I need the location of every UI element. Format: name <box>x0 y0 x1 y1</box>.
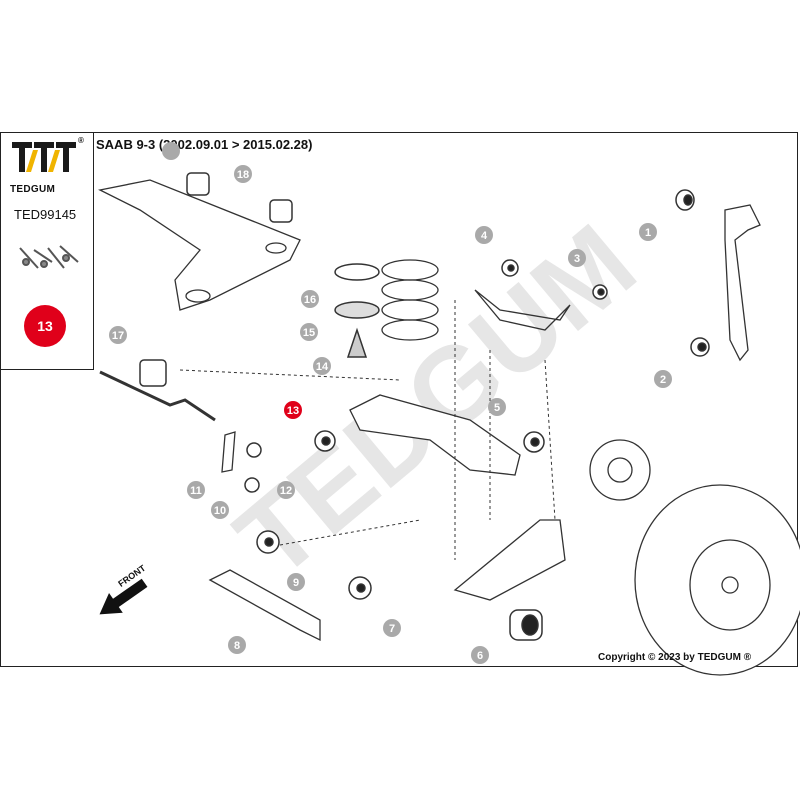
callout-6 <box>471 646 489 664</box>
callout-12 <box>277 481 295 499</box>
anti-roll-bar <box>99 370 216 422</box>
callout-9 <box>287 573 305 591</box>
bushing-17 <box>139 359 167 387</box>
callout-label-2: 2 <box>660 374 666 386</box>
bushing-7 <box>348 576 372 600</box>
bushing-3 <box>592 284 608 300</box>
kit-code: TED99145 <box>14 207 77 222</box>
callout-11 <box>187 481 205 499</box>
callout-label-3: 3 <box>574 253 580 265</box>
bushing-12 <box>246 442 262 458</box>
callout-label-18: 18 <box>237 169 249 181</box>
callout-label-14: 14 <box>316 361 329 373</box>
bushing-4 <box>501 259 519 277</box>
callout-label-9: 9 <box>293 577 299 589</box>
kit-thumbnail <box>19 245 79 269</box>
bushing-13 <box>314 430 336 452</box>
callout-label-7: 7 <box>389 623 395 635</box>
callout-label-1: 1 <box>645 227 651 239</box>
callout-label-10: 10 <box>214 505 226 517</box>
wheel-hub <box>589 439 651 501</box>
callout-8 <box>228 636 246 654</box>
drop-link <box>221 431 236 473</box>
callout-10 <box>211 501 229 519</box>
callout-label-17: 17 <box>112 330 124 342</box>
bushing-18 <box>269 199 293 223</box>
bushing-top <box>186 172 210 196</box>
callout-4 <box>475 226 493 244</box>
callout-17 <box>109 326 127 344</box>
callout-label-15: 15 <box>303 327 315 339</box>
callout-5 <box>488 398 506 416</box>
callout-label-12: 12 <box>280 485 292 497</box>
brake-drum <box>634 484 800 676</box>
lower-arm <box>208 569 321 642</box>
subframe <box>98 179 301 311</box>
callout-top <box>162 142 180 160</box>
callout-15 <box>300 323 318 341</box>
bushing-6 <box>509 609 543 641</box>
callout-7 <box>383 619 401 637</box>
trailing-arm <box>349 394 521 476</box>
brand-name: TEDGUM <box>10 184 56 195</box>
bushing-10 <box>244 477 260 493</box>
bump-stop-14 <box>346 327 368 358</box>
kit-part-badge: 13 <box>24 305 66 347</box>
bearing-15 <box>334 301 380 319</box>
front-arrow: FRONT <box>99 563 148 615</box>
callout-16 <box>301 290 319 308</box>
bushing-9 <box>256 530 280 554</box>
shock-absorber <box>724 204 761 362</box>
upper-arm <box>474 289 571 331</box>
callout-label-5: 5 <box>494 402 500 414</box>
registered-mark: ® <box>78 136 84 145</box>
callout-14 <box>313 357 331 375</box>
callout-label-4: 4 <box>481 230 488 242</box>
bushing-5 <box>523 431 545 453</box>
callout-label-6: 6 <box>477 650 483 662</box>
callout-2 <box>654 370 672 388</box>
copyright: Copyright © 2023 by TEDGUM ® <box>598 652 752 663</box>
callout-label-13: 13 <box>287 405 299 417</box>
knuckle-bracket <box>453 519 566 601</box>
vehicle-title: SAAB 9-3 (2002.09.01 > 2015.02.28) <box>96 137 313 152</box>
callout-label-11: 11 <box>190 485 202 497</box>
bushing-2 <box>690 337 710 357</box>
callout-13 <box>284 401 302 419</box>
callout-label-16: 16 <box>304 294 316 306</box>
callout-3 <box>568 249 586 267</box>
bushing-1 <box>675 189 695 211</box>
brand-panel <box>0 132 94 370</box>
callout-18 <box>234 165 252 183</box>
callout-label-8: 8 <box>234 640 240 652</box>
callout-1 <box>639 223 657 241</box>
spring-seat-16 <box>334 263 380 281</box>
coil-spring <box>381 259 439 341</box>
